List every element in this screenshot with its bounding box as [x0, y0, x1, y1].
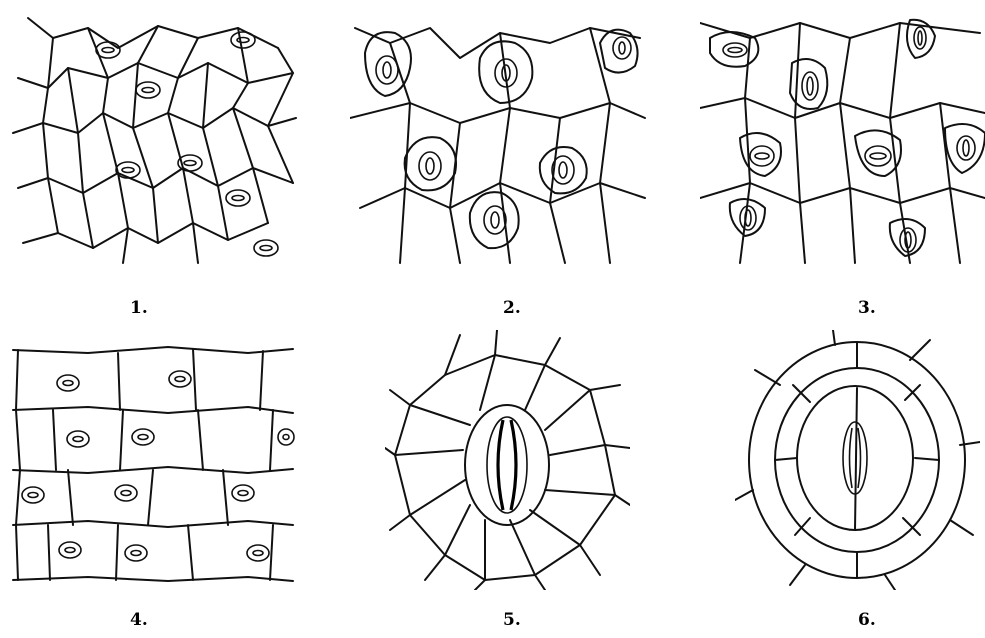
panel-3-label: 3. [858, 298, 876, 318]
panel-6-label: 6. [858, 610, 876, 630]
panel-3-drawing [700, 8, 985, 273]
panel-5-drawing [385, 330, 630, 590]
panel-2-drawing [350, 8, 650, 273]
panel-4-drawing [8, 335, 298, 585]
panel-5-label: 5. [503, 610, 521, 630]
panel-1-drawing [8, 8, 298, 268]
panel-6-drawing [735, 330, 980, 590]
panel-2-label: 2. [503, 298, 521, 318]
panel-1-label: 1. [130, 298, 148, 318]
panel-4-label: 4. [130, 610, 148, 630]
